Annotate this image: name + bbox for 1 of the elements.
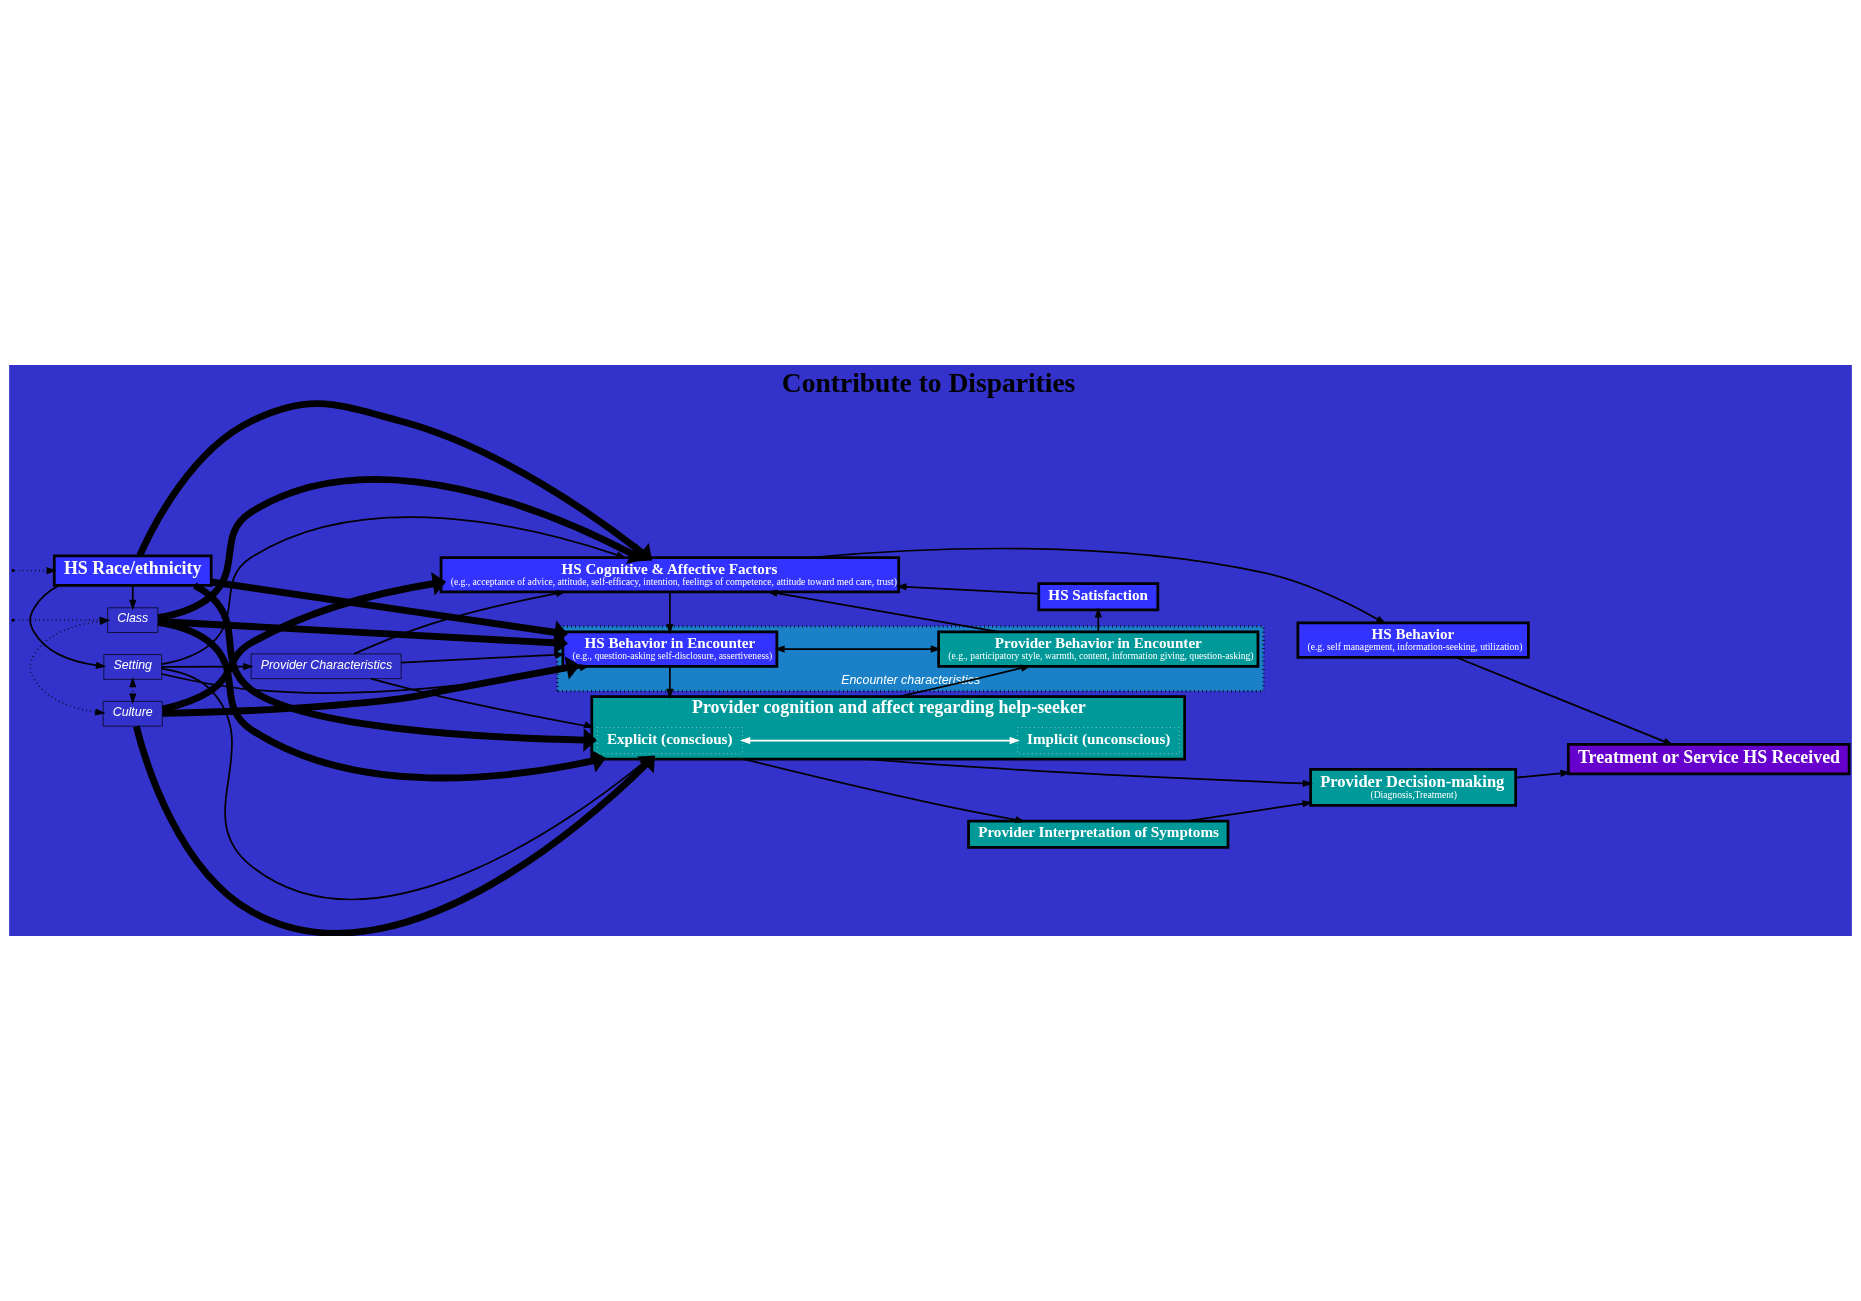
diagram-title: Contribute to Disparities	[781, 366, 1076, 398]
